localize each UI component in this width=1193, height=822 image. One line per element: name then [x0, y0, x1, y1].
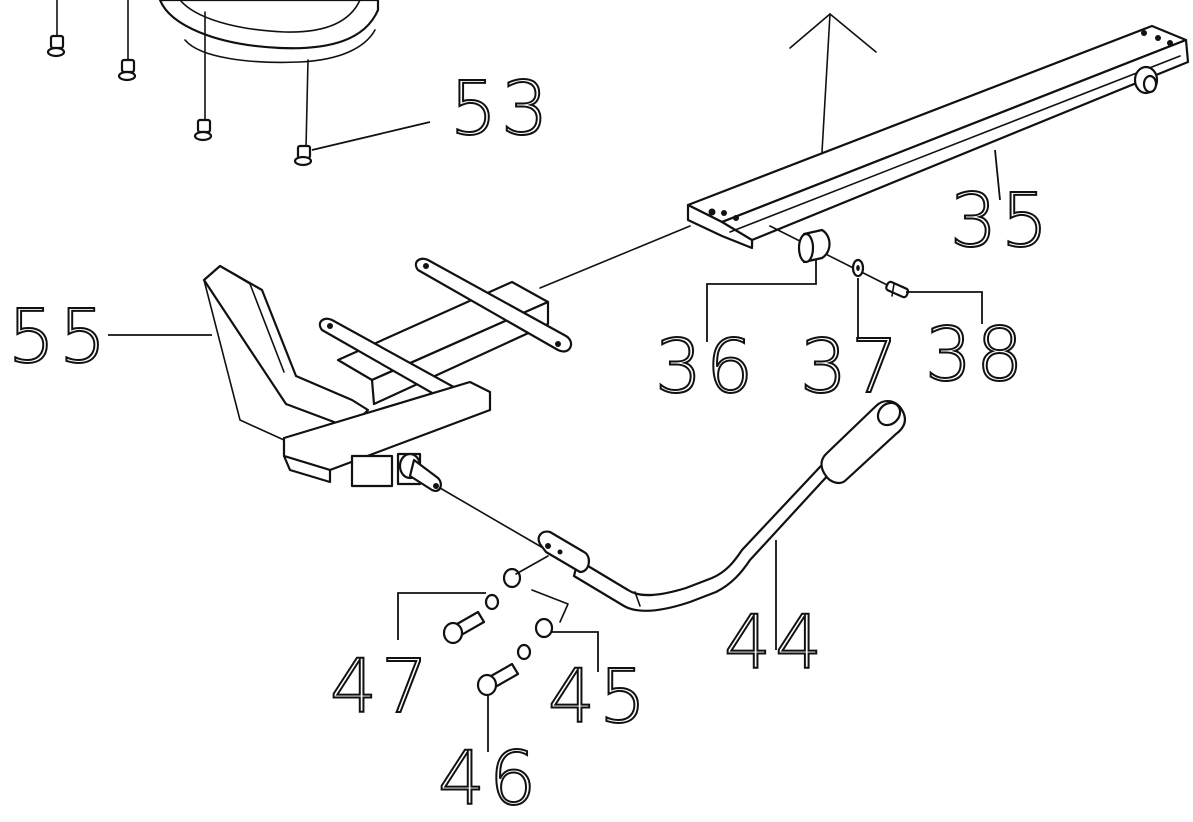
rail-hole	[1155, 35, 1161, 41]
callout-45: 45	[547, 654, 651, 740]
grip-end	[876, 401, 902, 427]
washer-part-37	[851, 258, 865, 278]
assembly-direction-arrow	[789, 13, 877, 153]
rail-tube-part-35	[539, 24, 1190, 289]
callout-47: 47	[329, 644, 433, 730]
callout-55: 55	[7, 294, 111, 380]
upright-bracket-edge	[219, 265, 285, 373]
leader-35	[994, 149, 1001, 201]
rail-hole	[721, 210, 727, 216]
leader-45	[552, 631, 599, 672]
upright-bracket	[202, 264, 370, 430]
spacer-part-36	[797, 228, 831, 264]
flat-washer-47	[502, 567, 522, 589]
assembly-line-handle	[439, 487, 551, 553]
callout-35: 35	[949, 178, 1053, 264]
leader-36	[706, 260, 817, 342]
sleeve-hole	[545, 543, 551, 549]
callout-38: 38	[924, 312, 1028, 398]
washer-part-45	[534, 617, 554, 639]
hardware-axis-line	[769, 225, 906, 295]
rail-hardware	[706, 225, 983, 342]
sleeve-hole	[557, 549, 563, 555]
bolt-part-47	[442, 610, 486, 645]
callout-37: 37	[799, 324, 903, 410]
upright-bracket-front	[203, 279, 285, 441]
rail-hole	[1141, 30, 1147, 36]
rail-top-face	[686, 24, 1188, 224]
rail-hole	[1167, 40, 1173, 46]
bolt-3	[193, 118, 213, 142]
bolt-4-part-53	[293, 144, 313, 167]
base-inner-curve	[179, 0, 361, 33]
callout-36: 36	[654, 324, 758, 410]
bolt-part-46	[476, 662, 520, 697]
rail-hole	[733, 215, 739, 221]
screw-part-38	[885, 280, 910, 299]
handle-bar	[572, 450, 844, 613]
pivot-bracket	[350, 452, 442, 492]
lock-washer-46	[516, 643, 532, 661]
lock-washer-47	[484, 593, 500, 611]
hardware-axis-lower	[531, 589, 569, 623]
leader-53	[311, 121, 431, 151]
callout-44: 44	[723, 600, 827, 686]
leader-38	[906, 291, 983, 324]
plate-hole	[423, 263, 429, 269]
frame-part-55	[108, 257, 573, 553]
rail-groove	[729, 55, 1181, 233]
callout-53: 53	[449, 66, 553, 152]
support-plate-rear	[414, 257, 573, 353]
bolt-1	[46, 34, 66, 58]
handle-part-44	[537, 400, 906, 650]
base-bottom-curve	[158, 0, 380, 50]
bolt-2	[117, 58, 137, 82]
leader-47	[397, 592, 486, 640]
rail-hole	[708, 208, 716, 216]
rail-end-face	[686, 203, 754, 250]
assembly-line-rail	[539, 225, 691, 289]
upper-base-assembly	[46, 0, 431, 167]
handle-hardware	[397, 555, 599, 752]
plate-hole	[327, 323, 333, 329]
bolt-shaft-4	[305, 59, 309, 149]
handle-sleeve	[537, 530, 590, 574]
crossmember-end	[282, 454, 332, 484]
callout-46: 46	[437, 736, 541, 822]
hardware-axis-upper	[515, 555, 549, 575]
rail-roller-end	[1142, 74, 1158, 94]
plate-hole	[555, 341, 561, 347]
handle-bend-line	[634, 591, 641, 607]
